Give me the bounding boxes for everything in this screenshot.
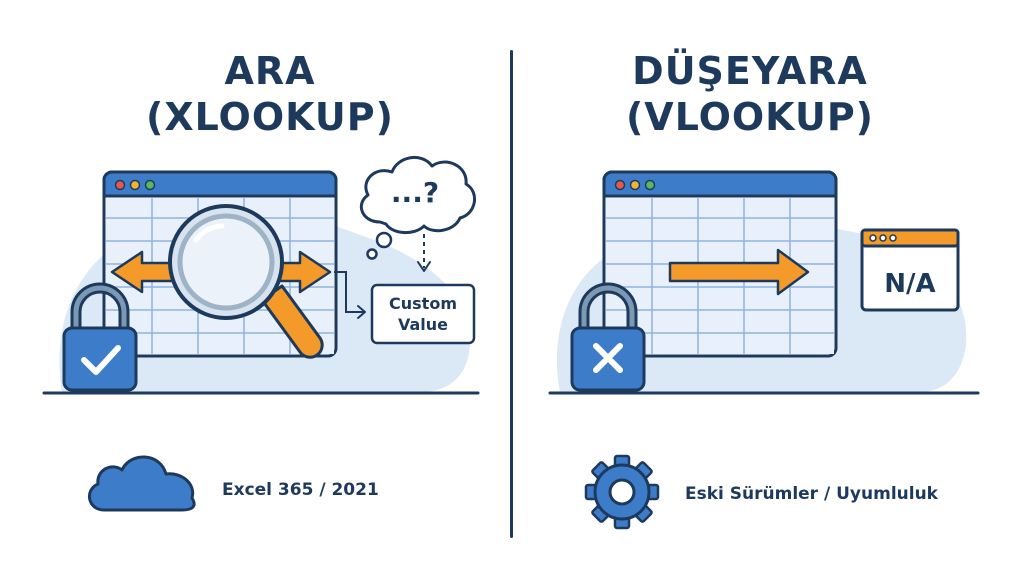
left-illustration <box>42 156 480 512</box>
xlookup-title: ARA (XLOOKUP) <box>60 48 480 140</box>
center-divider <box>510 50 513 538</box>
side-connector <box>334 271 364 313</box>
custom-value-label: Custom Value <box>389 294 457 334</box>
error-window-icon <box>860 228 960 312</box>
vlookup-title-line2: (VLOOKUP) <box>625 95 875 139</box>
thought-cloud-icon <box>359 156 476 260</box>
vlookup-title-line1: DÜŞEYARA <box>632 49 868 93</box>
right-illustration <box>548 170 980 530</box>
xlookup-title-line2: (XLOOKUP) <box>146 95 394 139</box>
magnifier-icon <box>168 204 324 359</box>
gear-icon <box>584 454 660 530</box>
right-arrow-icon <box>668 248 810 296</box>
xlookup-title-line1: ARA <box>224 49 316 93</box>
thought-cloud-text: ...? <box>390 175 440 209</box>
custom-value-box <box>370 283 476 345</box>
vlookup-title: DÜŞEYARA (VLOOKUP) <box>540 48 960 140</box>
xlookup-footer-label: Excel 365 / 2021 <box>222 480 379 500</box>
cloud-icon <box>88 455 196 512</box>
vlookup-footer-label: Eski Sürümler / Uyumluluk <box>685 484 938 504</box>
padlock-cross-icon <box>570 282 646 392</box>
na-result-label: N/A <box>884 269 936 299</box>
padlock-check-icon <box>62 282 138 392</box>
